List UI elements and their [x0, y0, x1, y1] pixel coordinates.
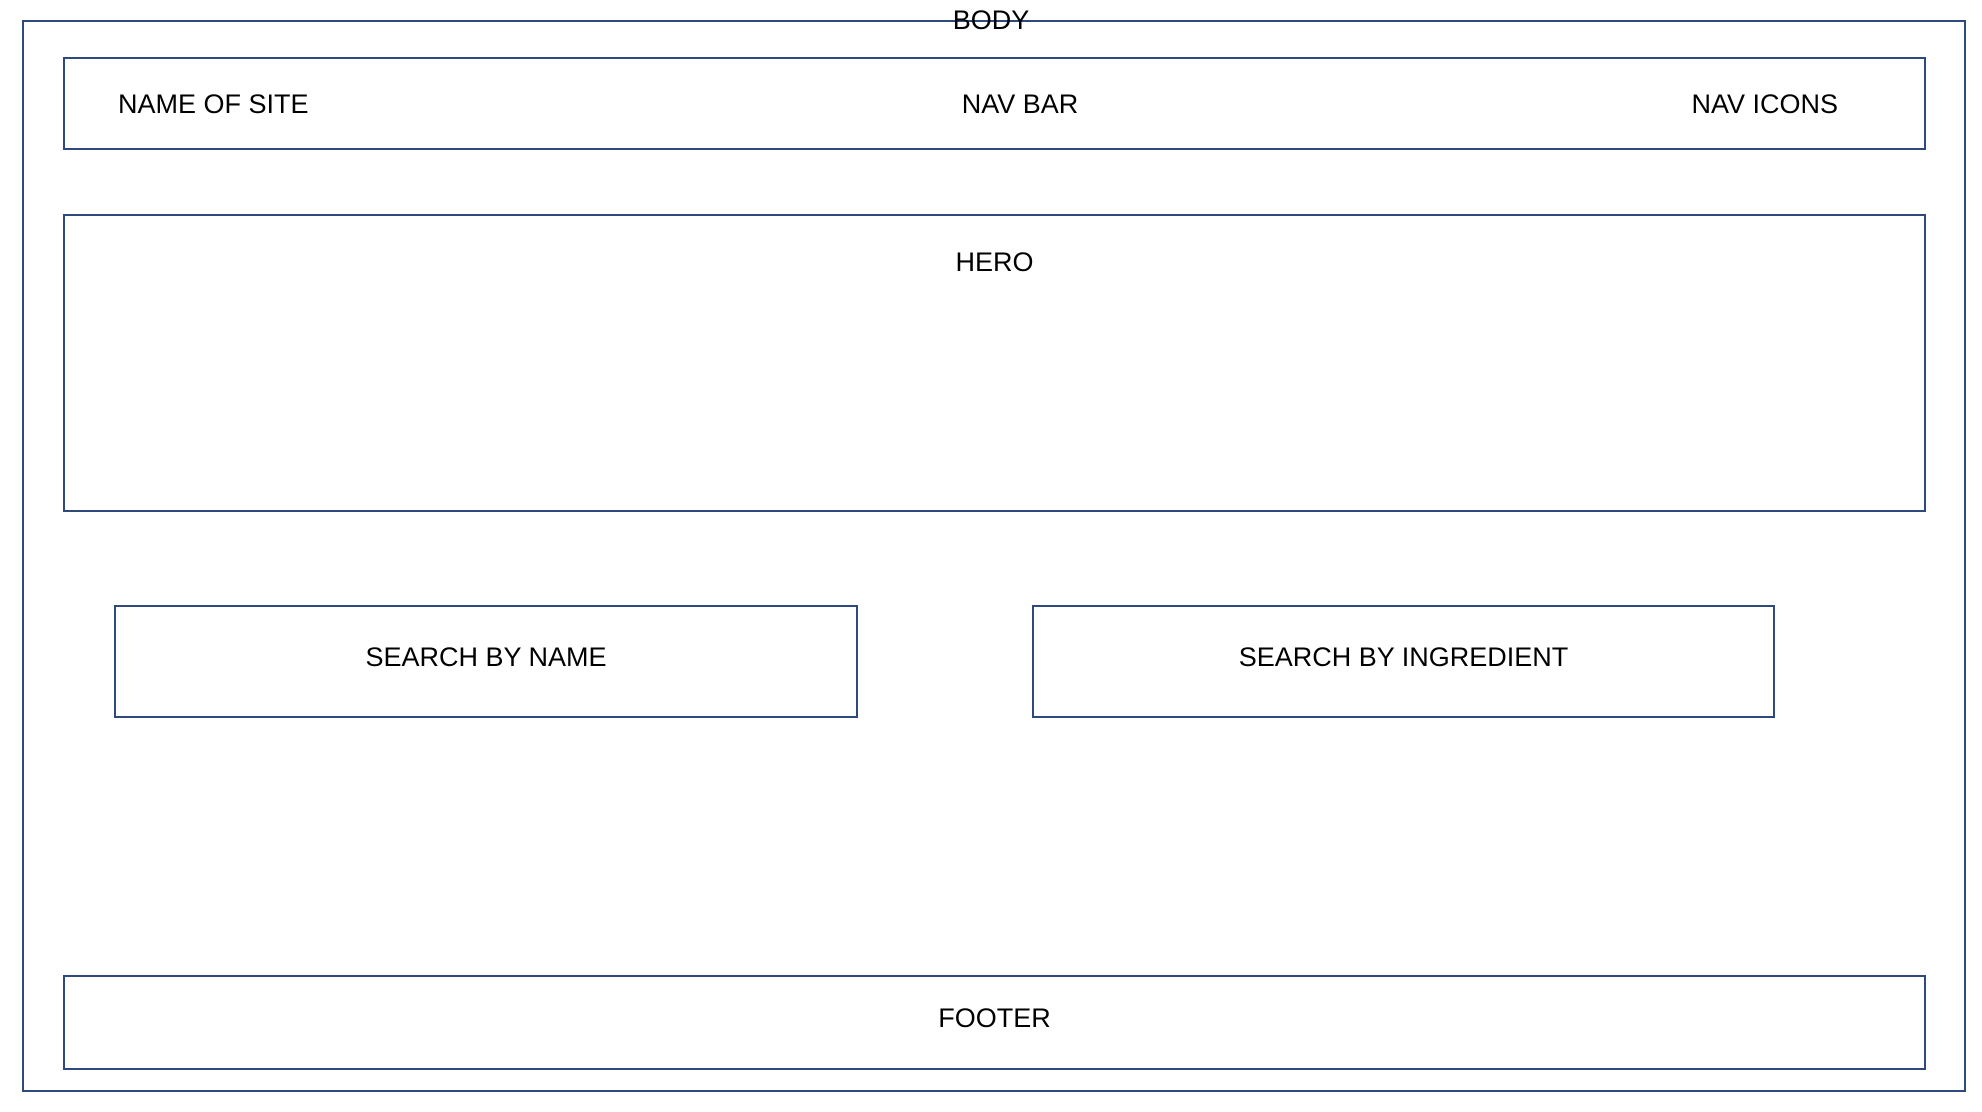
nav-bar-row: NAME OF SITE NAV BAR NAV ICONS	[65, 59, 1924, 148]
site-name-label[interactable]: NAME OF SITE	[118, 88, 309, 119]
nav-icons-label[interactable]: NAV ICONS	[1691, 88, 1838, 119]
body-label: BODY	[0, 5, 1982, 35]
hero-label: HERO	[955, 247, 1034, 277]
body-label-text: BODY	[952, 5, 1030, 35]
search-by-name-label: SEARCH BY NAME	[365, 642, 607, 672]
search-by-ingredient-button[interactable]: SEARCH BY INGREDIENT	[1032, 605, 1775, 718]
hero-container: HERO	[63, 214, 1926, 512]
footer-label: FOOTER	[938, 1003, 1051, 1033]
body-container	[22, 20, 1966, 1092]
nav-bar-container[interactable]: NAME OF SITE NAV BAR NAV ICONS	[63, 57, 1926, 150]
footer-container: FOOTER	[63, 975, 1926, 1070]
search-by-name-button[interactable]: SEARCH BY NAME	[114, 605, 858, 718]
search-by-ingredient-label: SEARCH BY INGREDIENT	[1238, 642, 1569, 672]
nav-bar-label[interactable]: NAV BAR	[961, 88, 1079, 119]
